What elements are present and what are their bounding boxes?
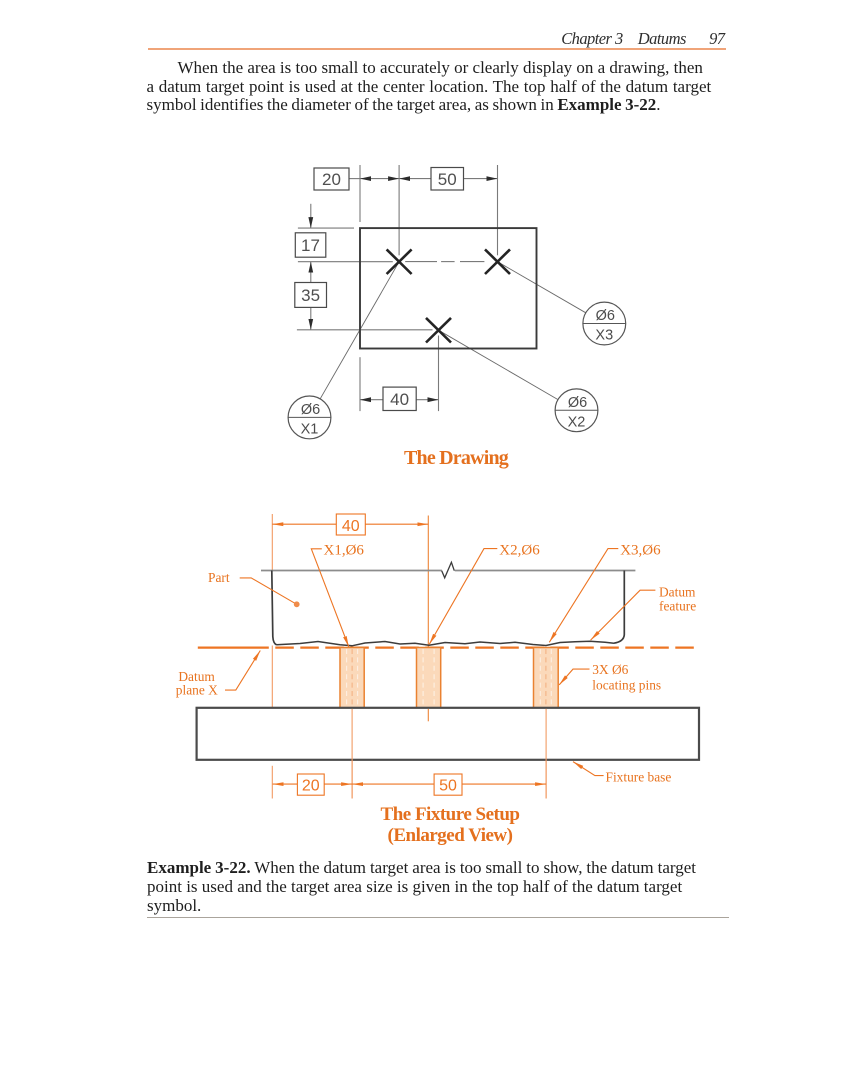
- svg-text:20: 20: [322, 170, 341, 189]
- svg-text:Datum: Datum: [659, 585, 696, 600]
- svg-text:X1,Ø6: X1,Ø6: [324, 543, 365, 559]
- svg-text:X3,Ø6: X3,Ø6: [620, 543, 661, 559]
- svg-text:plane X: plane X: [176, 683, 218, 698]
- svg-text:20: 20: [302, 777, 320, 794]
- svg-text:3X Ø6: 3X Ø6: [592, 662, 628, 677]
- svg-text:feature: feature: [659, 599, 696, 614]
- svg-text:50: 50: [439, 777, 457, 794]
- svg-text:X1: X1: [301, 421, 319, 437]
- svg-text:Ø6: Ø6: [596, 308, 615, 324]
- svg-text:40: 40: [390, 390, 409, 409]
- svg-text:Fixture base: Fixture base: [606, 769, 672, 784]
- svg-text:X2: X2: [568, 414, 586, 430]
- svg-text:X2,Ø6: X2,Ø6: [499, 543, 540, 559]
- svg-text:17: 17: [301, 236, 320, 255]
- svg-text:Ø6: Ø6: [301, 402, 320, 418]
- svg-text:Part: Part: [208, 570, 230, 585]
- svg-text:50: 50: [438, 170, 457, 189]
- svg-text:X3: X3: [595, 328, 613, 344]
- svg-text:locating pins: locating pins: [592, 678, 661, 693]
- svg-text:Datum: Datum: [178, 669, 215, 684]
- svg-text:35: 35: [301, 286, 320, 305]
- svg-text:40: 40: [342, 518, 360, 535]
- svg-text:Ø6: Ø6: [568, 395, 587, 411]
